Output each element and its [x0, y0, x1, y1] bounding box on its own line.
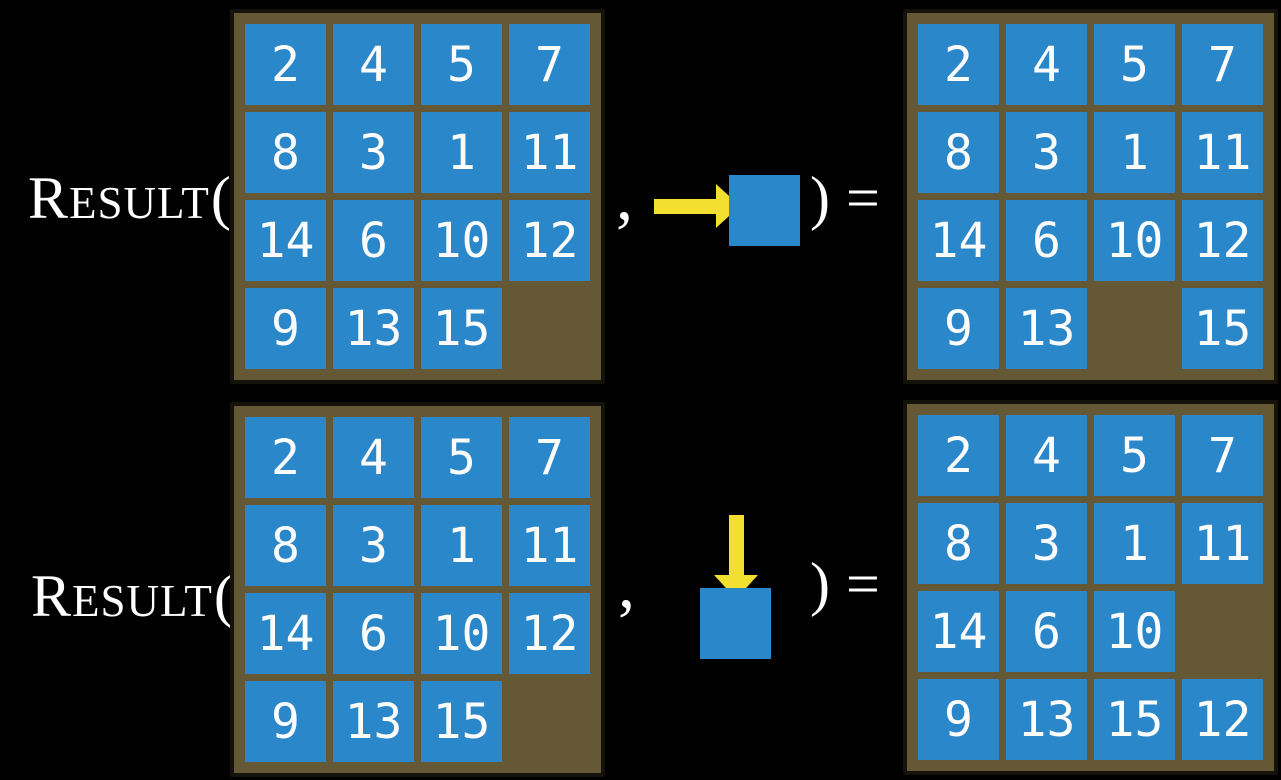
tile-8: 8: [918, 112, 999, 193]
tile-10: 10: [421, 593, 502, 674]
tile-13: 13: [333, 681, 414, 762]
action-tile-square-1: [729, 175, 800, 246]
tile-3: 3: [333, 112, 414, 193]
arrow-shaft: [654, 199, 718, 214]
tile-10: 10: [421, 200, 502, 281]
tile-6: 6: [1006, 591, 1087, 672]
open-paren: (: [213, 563, 235, 629]
equals-sign: =: [845, 551, 880, 617]
tile-8: 8: [245, 112, 326, 193]
tile-2: 2: [918, 415, 999, 496]
tile-5: 5: [421, 417, 502, 498]
tile-5: 5: [1094, 415, 1175, 496]
tile-10: 10: [1094, 591, 1175, 672]
tile-11: 11: [509, 112, 590, 193]
tile-7: 7: [509, 417, 590, 498]
action-tile-square-2: [700, 588, 771, 659]
tile-3: 3: [333, 505, 414, 586]
tile-4: 4: [333, 417, 414, 498]
empty-cell: [1182, 591, 1263, 672]
arrow-right-icon: [654, 184, 740, 228]
tile-9: 9: [918, 288, 999, 369]
tile-12: 12: [1182, 200, 1263, 281]
tile-13: 13: [1006, 679, 1087, 760]
empty-cell: [1094, 288, 1175, 369]
result-function-label-2: RESULT(: [31, 566, 235, 626]
tile-13: 13: [333, 288, 414, 369]
tile-1: 1: [421, 112, 502, 193]
tile-9: 9: [918, 679, 999, 760]
tile-3: 3: [1006, 112, 1087, 193]
tile-7: 7: [509, 24, 590, 105]
close-paren-equals-1: ) =: [810, 168, 880, 228]
tile-6: 6: [1006, 200, 1087, 281]
tile-1: 1: [421, 505, 502, 586]
tile-11: 11: [1182, 112, 1263, 193]
tile-15: 15: [421, 681, 502, 762]
tile-5: 5: [1094, 24, 1175, 105]
tile-13: 13: [1006, 288, 1087, 369]
tile-14: 14: [245, 200, 326, 281]
equals-sign: =: [845, 165, 880, 231]
tile-12: 12: [509, 593, 590, 674]
result-function-label-1: RESULT(: [28, 168, 232, 228]
tile-11: 11: [1182, 503, 1263, 584]
tile-4: 4: [1006, 415, 1087, 496]
tile-10: 10: [1094, 200, 1175, 281]
function-name-initial: R: [28, 165, 70, 231]
arrow-shaft: [729, 515, 744, 577]
tile-4: 4: [333, 24, 414, 105]
open-paren: (: [210, 165, 232, 231]
tile-15: 15: [421, 288, 502, 369]
tile-5: 5: [421, 24, 502, 105]
tile-1: 1: [1094, 112, 1175, 193]
tile-2: 2: [245, 24, 326, 105]
comma-separator-2: ,: [618, 546, 635, 622]
tile-3: 3: [1006, 503, 1087, 584]
close-paren: ): [810, 165, 830, 231]
function-name-rest: ESULT: [69, 178, 210, 228]
tile-9: 9: [245, 681, 326, 762]
close-paren-equals-2: ) =: [810, 554, 880, 614]
tile-12: 12: [1182, 679, 1263, 760]
tile-9: 9: [245, 288, 326, 369]
tile-2: 2: [245, 417, 326, 498]
tile-15: 15: [1182, 288, 1263, 369]
empty-cell: [509, 681, 590, 762]
tile-14: 14: [245, 593, 326, 674]
tile-7: 7: [1182, 415, 1263, 496]
arrow-down-icon: [714, 515, 758, 599]
tile-14: 14: [918, 591, 999, 672]
tile-1: 1: [1094, 503, 1175, 584]
tile-14: 14: [918, 200, 999, 281]
function-name-rest: ESULT: [72, 576, 213, 626]
tile-2: 2: [918, 24, 999, 105]
tile-15: 15: [1094, 679, 1175, 760]
tile-6: 6: [333, 593, 414, 674]
function-name-initial: R: [31, 563, 73, 629]
comma-separator-1: ,: [616, 158, 633, 234]
tile-7: 7: [1182, 24, 1263, 105]
close-paren: ): [810, 551, 830, 617]
tile-11: 11: [509, 505, 590, 586]
tile-8: 8: [918, 503, 999, 584]
empty-cell: [509, 288, 590, 369]
tile-8: 8: [245, 505, 326, 586]
tile-12: 12: [509, 200, 590, 281]
tile-4: 4: [1006, 24, 1087, 105]
tile-6: 6: [333, 200, 414, 281]
